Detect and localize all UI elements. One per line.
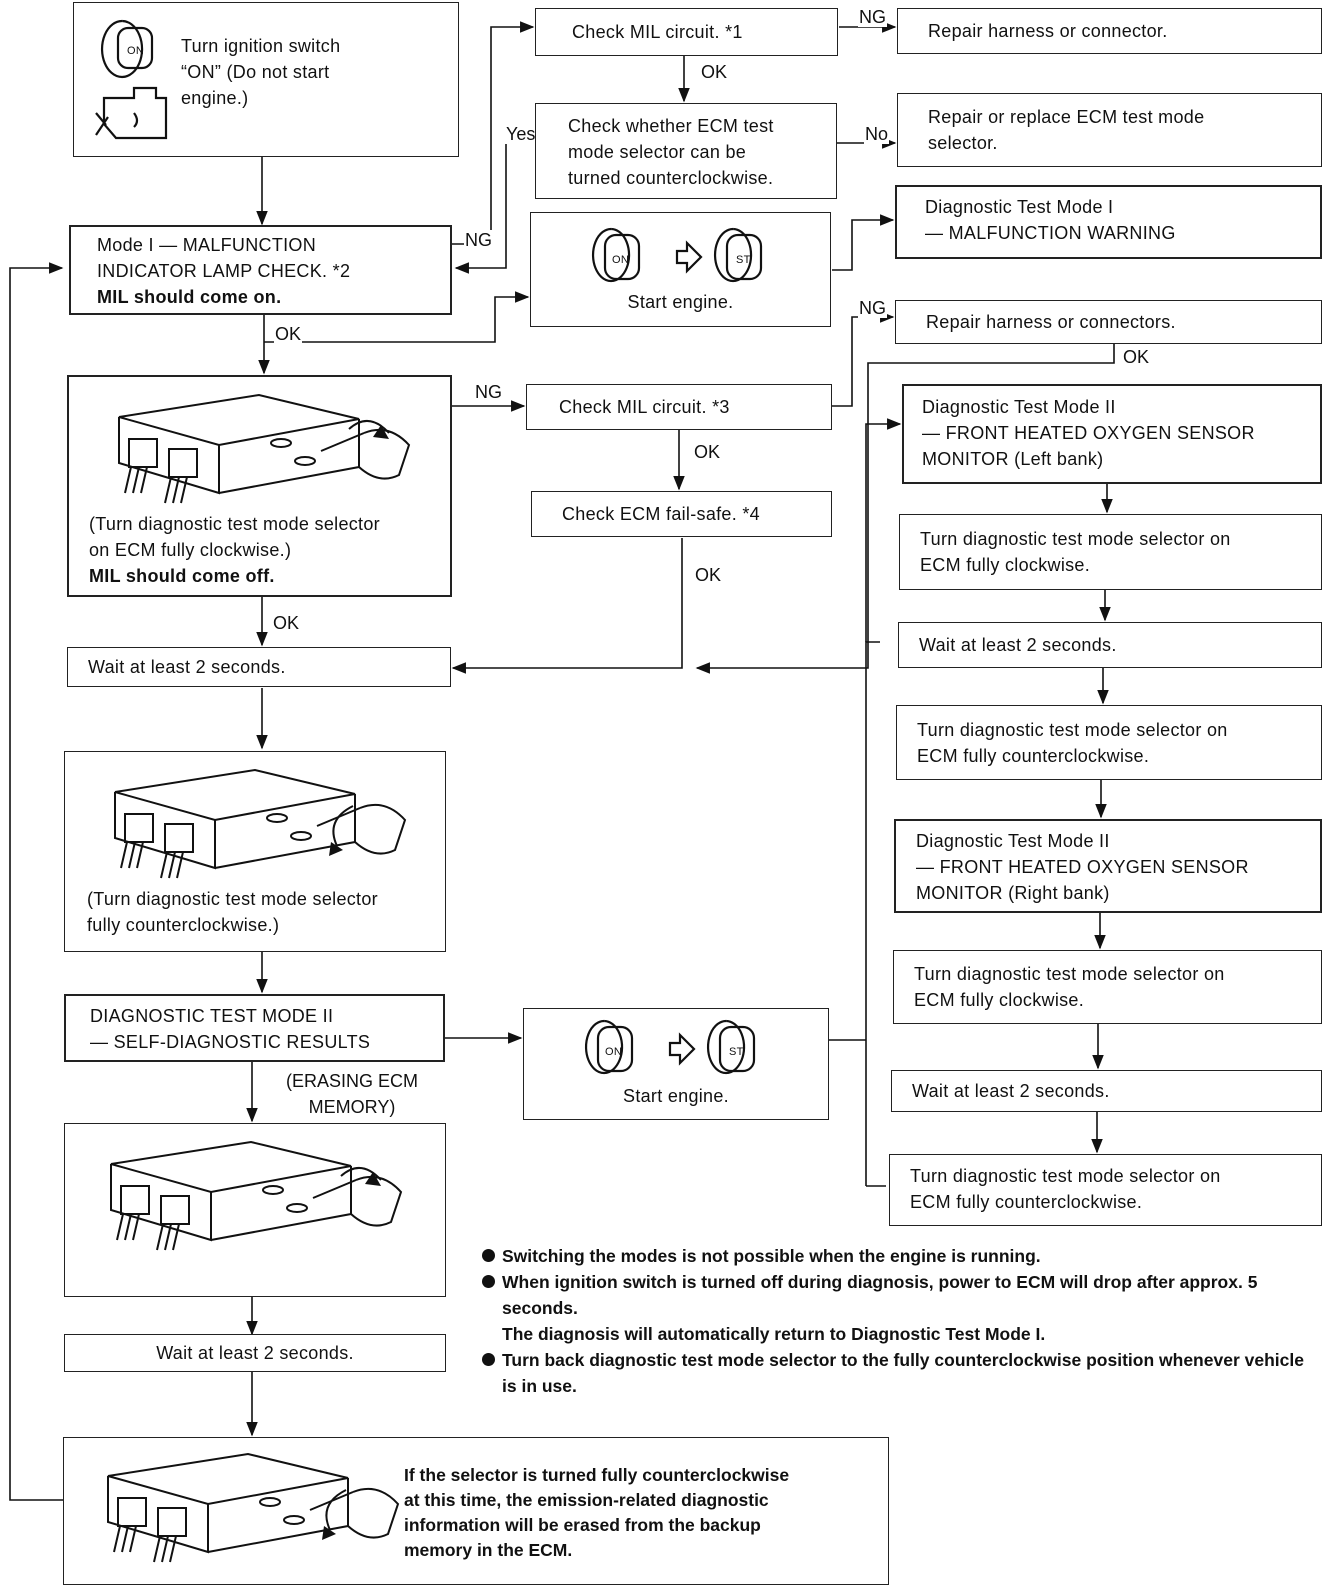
arrow-to-left-bank bbox=[865, 418, 902, 642]
right-wait-box-3: Wait at least 2 seconds. bbox=[898, 622, 1322, 668]
arrow-mil3-ng bbox=[832, 311, 895, 407]
key-on-label: ON bbox=[612, 254, 629, 266]
start-engine-bottom-box: ON ST Start engine. bbox=[523, 1008, 829, 1120]
label-ng-cw: NG bbox=[474, 382, 503, 402]
label-ok-mil1: OK bbox=[700, 62, 729, 82]
selector-check-box: Check whether ECM test mode selector can… bbox=[535, 103, 837, 199]
repair-harness-connector-box: Repair harness or connector. bbox=[897, 8, 1322, 54]
key-on-to-start-icon: ON ST bbox=[591, 227, 763, 283]
bullet-icon bbox=[482, 1275, 495, 1288]
selector-cw-box: (Turn diagnostic test mode selector on E… bbox=[67, 375, 452, 597]
line-right-rail bbox=[865, 641, 880, 1186]
arrow-startengine-to-mode1 bbox=[832, 214, 895, 271]
start-engine-top-box: ON ST Start engine. bbox=[530, 212, 831, 327]
arrow-mode1-ok-engine bbox=[264, 291, 530, 343]
ecm-unit-erase-icon bbox=[110, 1140, 403, 1251]
start-engine-bottom-label: Start engine. bbox=[623, 1086, 729, 1106]
selector-cw-instruction: (Turn diagnostic test mode selector on E… bbox=[89, 514, 380, 560]
ecm-unit-counterclockwise-icon bbox=[114, 768, 407, 879]
test-mode-1-result-box: Diagnostic Test Mode I — MALFUNCTION WAR… bbox=[895, 185, 1322, 259]
wait-box-2: Wait at least 2 seconds. bbox=[64, 1334, 446, 1372]
label-ok-mode1: OK bbox=[274, 324, 303, 344]
selector-ccw-box: (Turn diagnostic test mode selector full… bbox=[64, 751, 446, 952]
note-item: Turn back diagnostic test mode selector … bbox=[482, 1347, 1322, 1399]
right-cw-box-2: Turn diagnostic test mode selector on EC… bbox=[893, 950, 1322, 1024]
mode1-box: Mode I — MALFUNCTION INDICATOR LAMP CHEC… bbox=[69, 225, 452, 315]
key-st-label: ST bbox=[736, 254, 751, 266]
start-instruction: Turn ignition switch “ON” (Do not start … bbox=[181, 36, 341, 108]
start-box: ON Turn ignition switch “ON” (Do not sta… bbox=[73, 2, 459, 157]
bullet-icon bbox=[482, 1353, 495, 1366]
right-cw-box-1: Turn diagnostic test mode selector on EC… bbox=[899, 514, 1322, 590]
label-ok-cw: OK bbox=[272, 613, 301, 633]
mil-check-1-box: Check MIL circuit. *1 bbox=[535, 8, 838, 56]
right-wait-box-4: Wait at least 2 seconds. bbox=[891, 1070, 1322, 1112]
note-item: When ignition switch is turned off durin… bbox=[482, 1269, 1322, 1321]
arrow-loop-back bbox=[9, 262, 64, 1501]
label-ok-mil3: OK bbox=[693, 442, 722, 462]
ecm-unit-final-icon bbox=[107, 1452, 400, 1563]
ecm-failsafe-box: Check ECM fail-safe. *4 bbox=[531, 491, 832, 537]
selector-ccw-instruction: (Turn diagnostic test mode selector full… bbox=[87, 889, 378, 935]
repair-harness-connectors-box: Repair harness or connectors. bbox=[895, 300, 1322, 344]
mode1-title: Mode I — MALFUNCTION INDICATOR LAMP CHEC… bbox=[97, 235, 351, 281]
erase-box bbox=[64, 1123, 446, 1297]
label-ng-mode1: NG bbox=[464, 230, 493, 250]
test-mode-2-box: DIAGNOSTIC TEST MODE II — SELF-DIAGNOSTI… bbox=[64, 994, 445, 1062]
right-ccw-box-2: Turn diagnostic test mode selector on EC… bbox=[889, 1154, 1322, 1226]
notes-list: Switching the modes is not possible when… bbox=[482, 1243, 1322, 1399]
line-repair-ok bbox=[695, 344, 1115, 674]
key-st-label: ST bbox=[729, 1046, 744, 1058]
start-engine-top-label: Start engine. bbox=[627, 292, 734, 312]
key-on-to-start-icon: ON ST bbox=[584, 1019, 756, 1075]
note-subtext: The diagnosis will automatically return … bbox=[502, 1324, 1046, 1344]
wait-box-1: Wait at least 2 seconds. bbox=[67, 647, 451, 687]
bullet-icon bbox=[482, 1249, 495, 1262]
ecm-unit-clockwise-icon bbox=[118, 393, 411, 504]
repair-selector-box: Repair or replace ECM test mode selector… bbox=[897, 93, 1322, 167]
label-ng-mil3: NG bbox=[858, 298, 887, 318]
mil-check-3-box: Check MIL circuit. *3 bbox=[526, 384, 832, 430]
label-ng-mil1: NG bbox=[858, 7, 887, 27]
selector-cw-expectation: MIL should come off. bbox=[89, 566, 275, 586]
mode1-expectation: MIL should come on. bbox=[97, 287, 282, 307]
arrow-failsafe-ok bbox=[451, 538, 683, 674]
right-bank-monitor-box: Diagnostic Test Mode II — FRONT HEATED O… bbox=[894, 819, 1322, 913]
erase-warning-text: If the selector is turned fully counterc… bbox=[404, 1465, 790, 1560]
left-bank-monitor-box: Diagnostic Test Mode II — FRONT HEATED O… bbox=[902, 384, 1322, 484]
label-no: No bbox=[864, 124, 890, 144]
ignition-key-icon: ON bbox=[95, 19, 168, 140]
label-yes: Yes bbox=[505, 124, 537, 144]
svg-text:ON: ON bbox=[127, 45, 144, 57]
erasing-label: (ERASING ECM MEMORY) bbox=[285, 1071, 418, 1117]
final-erase-box bbox=[63, 1437, 889, 1585]
label-ok-repair: OK bbox=[1122, 347, 1151, 367]
label-ok-failsafe: OK bbox=[694, 565, 723, 585]
key-on-label: ON bbox=[605, 1046, 622, 1058]
right-ccw-box-1: Turn diagnostic test mode selector on EC… bbox=[896, 705, 1322, 780]
note-item: Switching the modes is not possible when… bbox=[482, 1243, 1322, 1269]
